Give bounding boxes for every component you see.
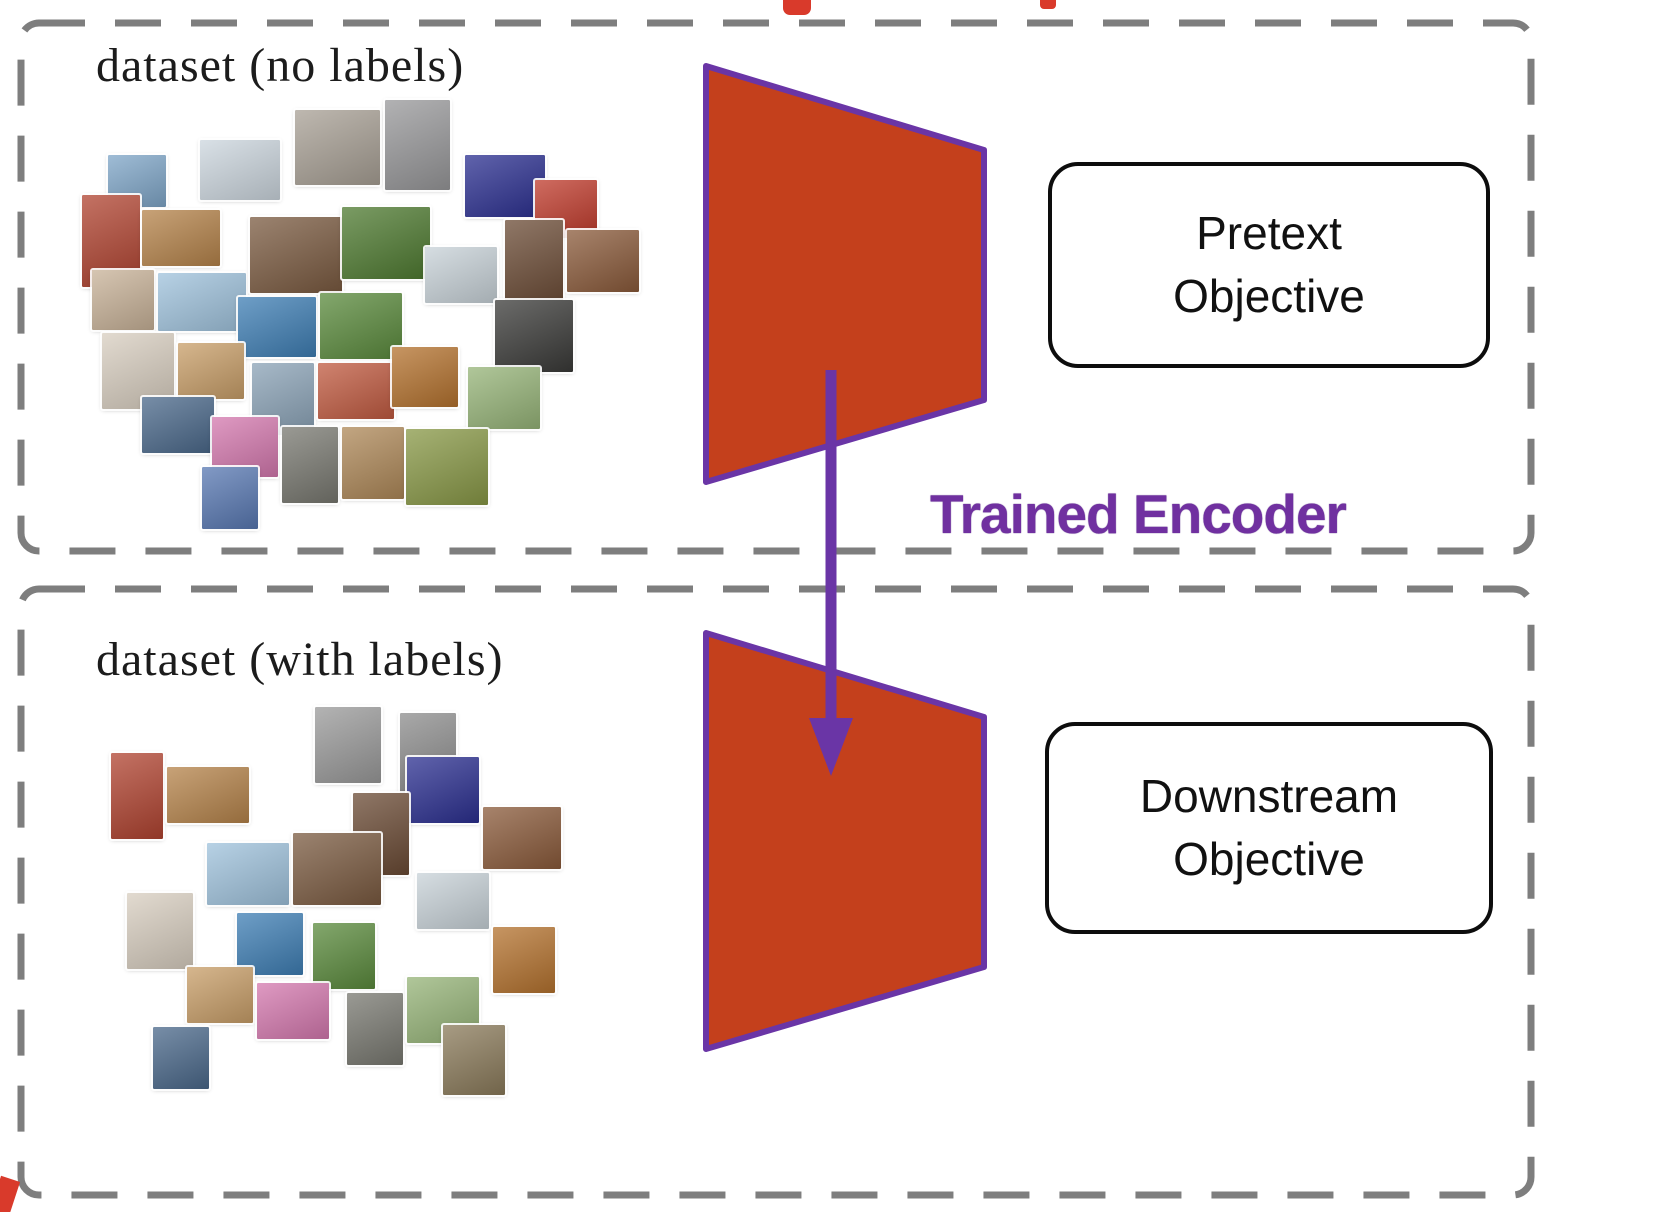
bottom-dataset-label: dataset (with labels) — [96, 633, 504, 686]
photo-thumbnail — [235, 911, 305, 977]
pretext-encoder-shape — [703, 63, 987, 485]
photo-thumbnail — [345, 991, 405, 1067]
photo-thumbnail — [318, 291, 404, 361]
photo-thumbnail — [390, 345, 460, 409]
downstream-objective-label: Downstream Objective — [1139, 769, 1399, 885]
labeled-image-collage — [95, 695, 595, 1105]
photo-thumbnail — [405, 755, 481, 825]
photo-thumbnail — [423, 245, 499, 305]
pretext-objective-box: Pretext Objective — [1048, 162, 1490, 368]
photo-thumbnail — [493, 298, 575, 374]
pretext-objective-label: Pretext Objective — [1173, 206, 1365, 322]
photo-thumbnail — [503, 218, 565, 310]
photo-thumbnail — [125, 891, 195, 971]
photo-thumbnail — [151, 1025, 211, 1091]
photo-thumbnail — [140, 208, 222, 268]
photo-thumbnail — [565, 228, 641, 294]
photo-thumbnail — [100, 331, 176, 411]
photo-thumbnail — [415, 871, 491, 931]
encoder-transfer-arrow — [809, 370, 853, 776]
photo-thumbnail — [463, 153, 547, 219]
photo-thumbnail — [156, 271, 248, 333]
photo-thumbnail — [491, 925, 557, 995]
crop-artifact — [1040, 0, 1056, 9]
photo-thumbnail — [200, 465, 260, 531]
photo-thumbnail — [236, 295, 318, 359]
photo-thumbnail — [313, 705, 383, 785]
photo-thumbnail — [481, 805, 563, 871]
photo-thumbnail — [90, 268, 156, 332]
photo-thumbnail — [466, 365, 542, 431]
photo-thumbnail — [404, 427, 490, 507]
downstream-encoder-shape — [703, 630, 987, 1052]
photo-thumbnail — [176, 341, 246, 401]
photo-thumbnail — [293, 108, 382, 187]
photo-thumbnail — [441, 1023, 507, 1097]
photo-thumbnail — [198, 138, 282, 202]
photo-thumbnail — [140, 395, 216, 455]
encoder-trapezoid — [703, 63, 987, 485]
photo-thumbnail — [109, 751, 165, 841]
crop-artifact — [0, 1175, 21, 1212]
unlabeled-image-collage — [80, 95, 641, 555]
photo-thumbnail — [340, 205, 432, 281]
photo-thumbnail — [205, 841, 291, 907]
photo-thumbnail — [185, 965, 255, 1025]
photo-thumbnail — [291, 831, 383, 907]
photo-thumbnail — [280, 425, 340, 505]
photo-thumbnail — [255, 981, 331, 1041]
photo-thumbnail — [383, 98, 452, 192]
downstream-objective-box: Downstream Objective — [1045, 722, 1493, 934]
top-dataset-label: dataset (no labels) — [96, 39, 465, 92]
photo-thumbnail — [340, 425, 406, 501]
photo-thumbnail — [311, 921, 377, 991]
crop-artifact — [783, 0, 811, 15]
arrow-head-icon — [809, 718, 853, 776]
photo-thumbnail — [316, 361, 396, 421]
photo-thumbnail — [248, 215, 344, 295]
encoder-trapezoid — [703, 630, 987, 1052]
photo-thumbnail — [165, 765, 251, 825]
trained-encoder-label: Trained Encoder — [930, 483, 1347, 545]
